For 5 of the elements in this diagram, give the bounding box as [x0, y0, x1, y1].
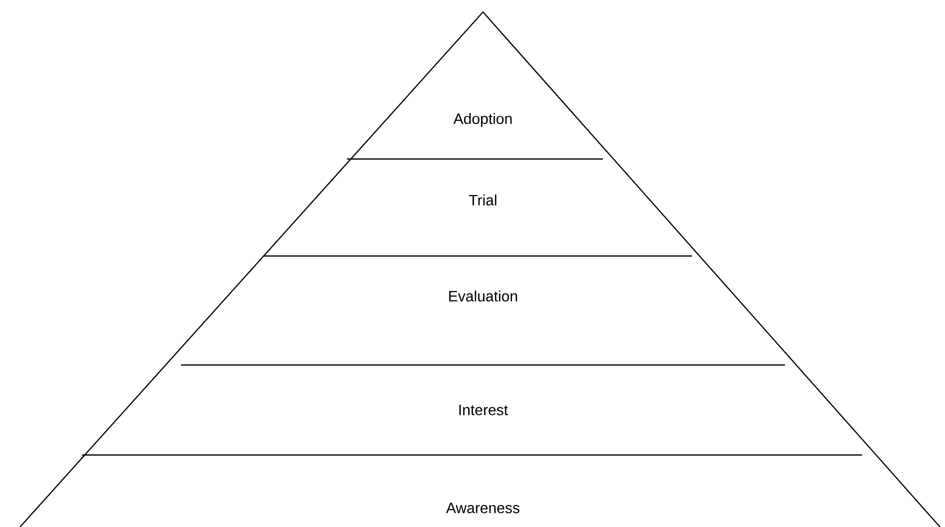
- level-label: Awareness: [446, 502, 520, 514]
- level-label: Trial: [469, 194, 496, 206]
- level-label: Evaluation: [449, 290, 518, 302]
- level-label: Interest: [459, 404, 508, 416]
- level-label: Adoption: [453, 113, 512, 127]
